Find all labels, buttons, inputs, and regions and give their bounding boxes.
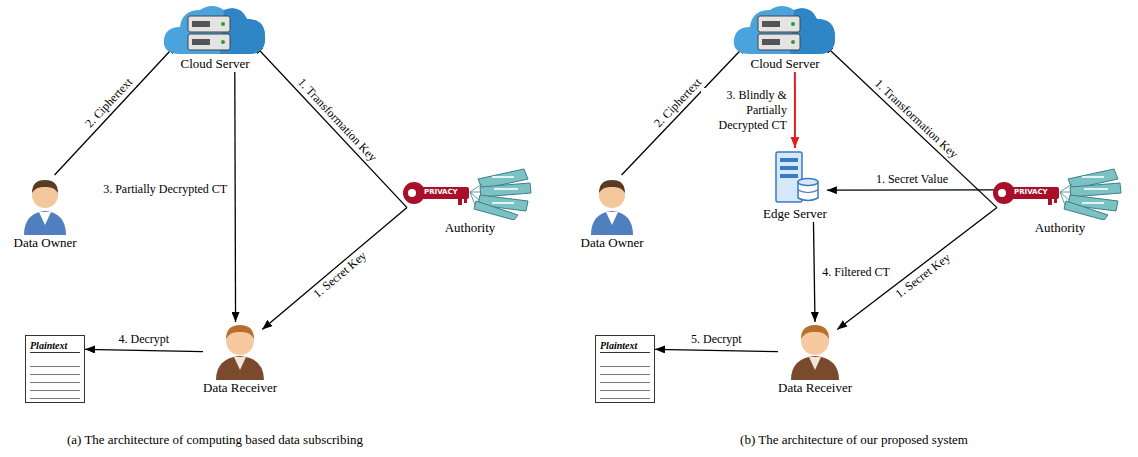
node-label: Edge Server	[763, 206, 827, 222]
data-receiver: Data Receiver	[203, 322, 277, 396]
arrow-connector	[55, 44, 177, 175]
edge-label: 2. Ciphertext	[649, 74, 706, 133]
key-icon	[400, 165, 540, 220]
node-label: Cloud Server	[751, 56, 820, 72]
cloud-icon	[730, 2, 840, 56]
person-icon	[587, 175, 637, 235]
node-label: Authority	[445, 220, 496, 236]
plaintext-document: Plaintext	[595, 335, 655, 403]
node-label: Plaintext	[30, 339, 80, 353]
node-label: Data Receiver	[778, 380, 852, 396]
edge-label: 4. Filtered CT	[820, 265, 892, 280]
arrow-connector	[254, 44, 408, 208]
person-icon	[20, 175, 70, 235]
node-label: Data Receiver	[203, 380, 277, 396]
arrow-connector	[794, 72, 796, 148]
key-text: PRIVACY	[424, 188, 458, 197]
edge-label: 1. Transformation Key	[293, 73, 381, 166]
edge-server-icon	[768, 148, 822, 206]
data-owner: Data Owner	[581, 175, 644, 251]
edge-label: 4. Decrypt	[117, 332, 172, 347]
cloud-server: Cloud Server	[730, 2, 840, 72]
arrow-connector	[234, 72, 236, 322]
node-label: Data Owner	[14, 235, 77, 251]
node-label: Plaintext	[600, 339, 650, 353]
data-receiver: Data Receiver	[778, 322, 852, 396]
edge-label: 3. Partially Decrypted CT	[101, 182, 229, 197]
data-owner: Data Owner	[14, 175, 77, 251]
authority: Authority PRIVACY	[400, 165, 540, 236]
arrow-connector	[655, 349, 778, 351]
arrow-connector	[827, 189, 997, 191]
person-icon	[212, 322, 268, 380]
node-label: Cloud Server	[181, 56, 250, 72]
edge-label: 1. Secret Key	[891, 249, 955, 303]
edge-label: 5. Decrypt	[689, 332, 744, 347]
key-icon	[990, 165, 1130, 220]
edge-label: 1. Secret Value	[874, 172, 950, 187]
edge-server: Edge Server	[763, 148, 827, 222]
edge-label: 1. Secret Key	[309, 247, 371, 303]
authority: Authority PRIVACY	[990, 165, 1130, 236]
cloud-icon	[160, 2, 270, 56]
person-icon	[787, 322, 843, 380]
key-text: PRIVACY	[1014, 188, 1048, 197]
node-label: Authority	[1035, 220, 1086, 236]
cloud-server: Cloud Server	[160, 2, 270, 72]
edge-label: 1. Transformation Key	[870, 75, 963, 163]
arrow-connector	[824, 44, 998, 208]
edge-label: 2. Ciphertext	[81, 74, 137, 133]
edge-label: 3. Blindly & Partially Decrypted CT	[701, 88, 789, 133]
node-label: Data Owner	[581, 235, 644, 251]
plaintext-document: Plaintext	[25, 335, 85, 403]
arrow-connector	[85, 349, 203, 351]
caption: (a) The architecture of computing based …	[0, 432, 430, 448]
arrow-connector	[813, 222, 815, 322]
caption: (b) The architecture of our proposed sys…	[570, 432, 1138, 448]
arrow-connector	[262, 208, 407, 330]
